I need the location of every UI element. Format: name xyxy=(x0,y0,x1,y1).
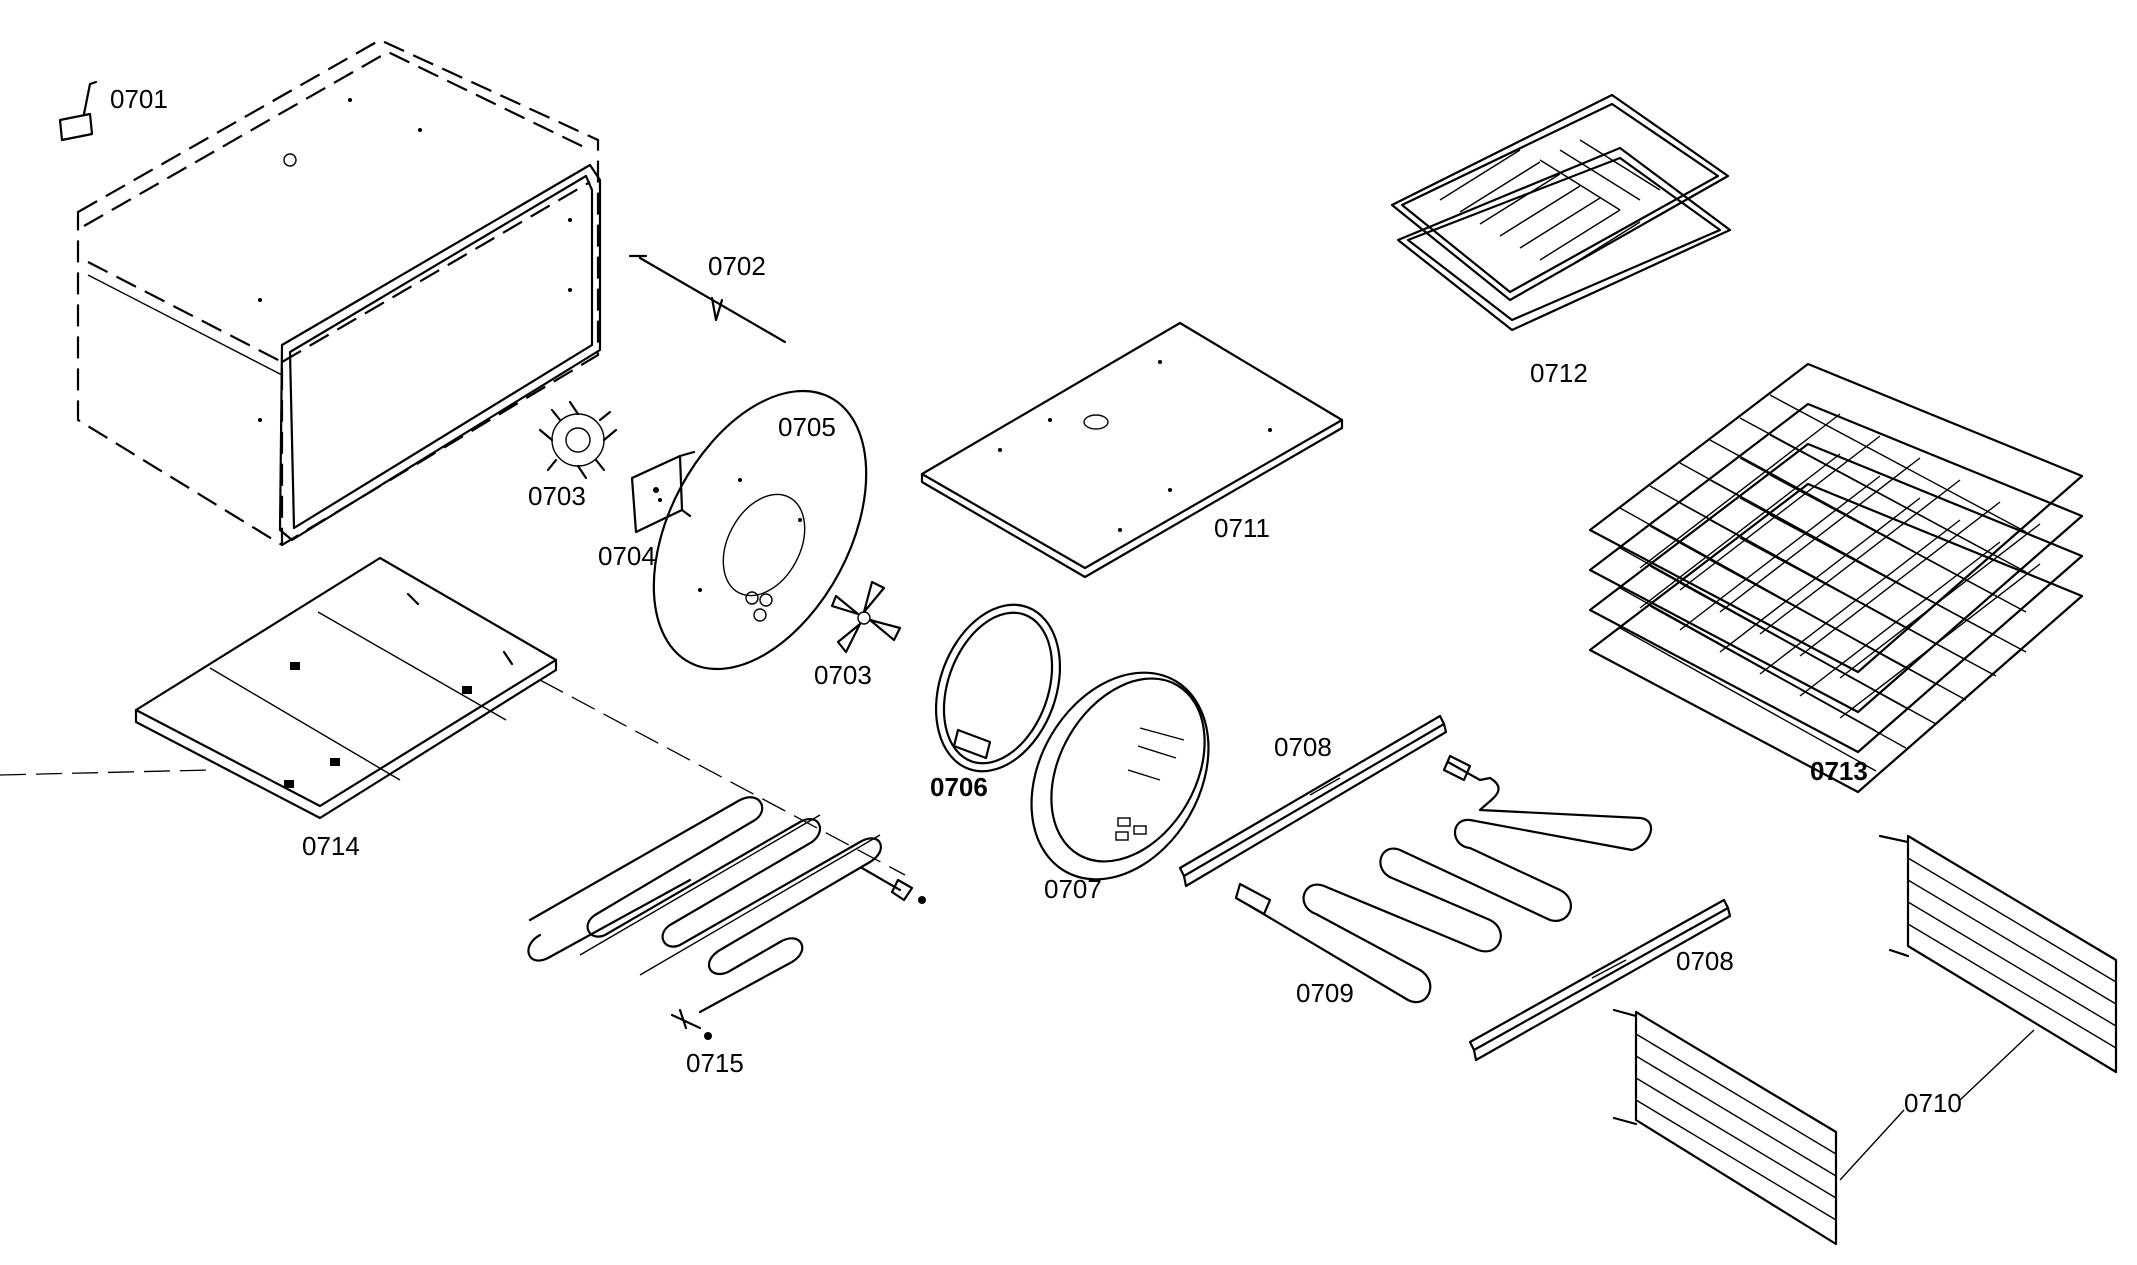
part-0703-fan-blade xyxy=(830,580,902,654)
leader-0710 xyxy=(1839,1109,1905,1181)
label-0705: 0705 xyxy=(778,412,836,442)
label-0709: 0709 xyxy=(1296,978,1354,1008)
label-0715: 0715 xyxy=(686,1048,744,1078)
part-0704-plate xyxy=(630,450,696,534)
label-0706: 0706 xyxy=(930,772,988,802)
label-0713: 0713 xyxy=(1810,756,1868,786)
part-0710-side-rack-right xyxy=(1878,834,2118,1074)
part-0715-lower-heater xyxy=(527,796,926,1040)
label-0714: 0714 xyxy=(302,831,360,861)
label-0708-lower: 0708 xyxy=(1676,946,1734,976)
part-0708-rail-lower xyxy=(1468,898,1732,1062)
label-0711: 0711 xyxy=(1214,513,1270,543)
part-0710-side-rack-left xyxy=(1612,1008,1838,1246)
part-0713-oven-racks xyxy=(1588,362,2084,794)
part-0707-fan-cover xyxy=(1030,671,1210,881)
part-0705-disc xyxy=(652,389,868,671)
part-0701-clip xyxy=(58,80,98,142)
label-0704: 0704 xyxy=(598,541,656,571)
part-0712-broil-pan xyxy=(1390,93,1732,332)
part-0703-fan-motor xyxy=(538,400,618,480)
leader-0710-right xyxy=(1959,1029,2035,1101)
part-0709-upper-heater xyxy=(1234,754,1652,1004)
part-0708-rail-upper xyxy=(1178,714,1448,888)
part-0702-rod xyxy=(628,254,787,344)
leader-left-edge xyxy=(0,769,211,776)
part-0714-bottom-tray xyxy=(134,556,558,820)
part-0711-panel xyxy=(920,321,1344,579)
label-0710: 0710 xyxy=(1904,1088,1962,1118)
label-0708-upper: 0708 xyxy=(1274,732,1332,762)
leader-tray-heater xyxy=(539,679,906,876)
part-oven-cavity xyxy=(76,38,602,547)
label-0707: 0707 xyxy=(1044,874,1102,904)
label-0703-motor: 0703 xyxy=(528,481,586,511)
label-0701: 0701 xyxy=(110,84,168,114)
label-0703-blade: 0703 xyxy=(814,660,872,690)
part-0706-ring xyxy=(934,603,1062,773)
label-0712: 0712 xyxy=(1530,358,1588,388)
label-0702: 0702 xyxy=(708,251,766,281)
